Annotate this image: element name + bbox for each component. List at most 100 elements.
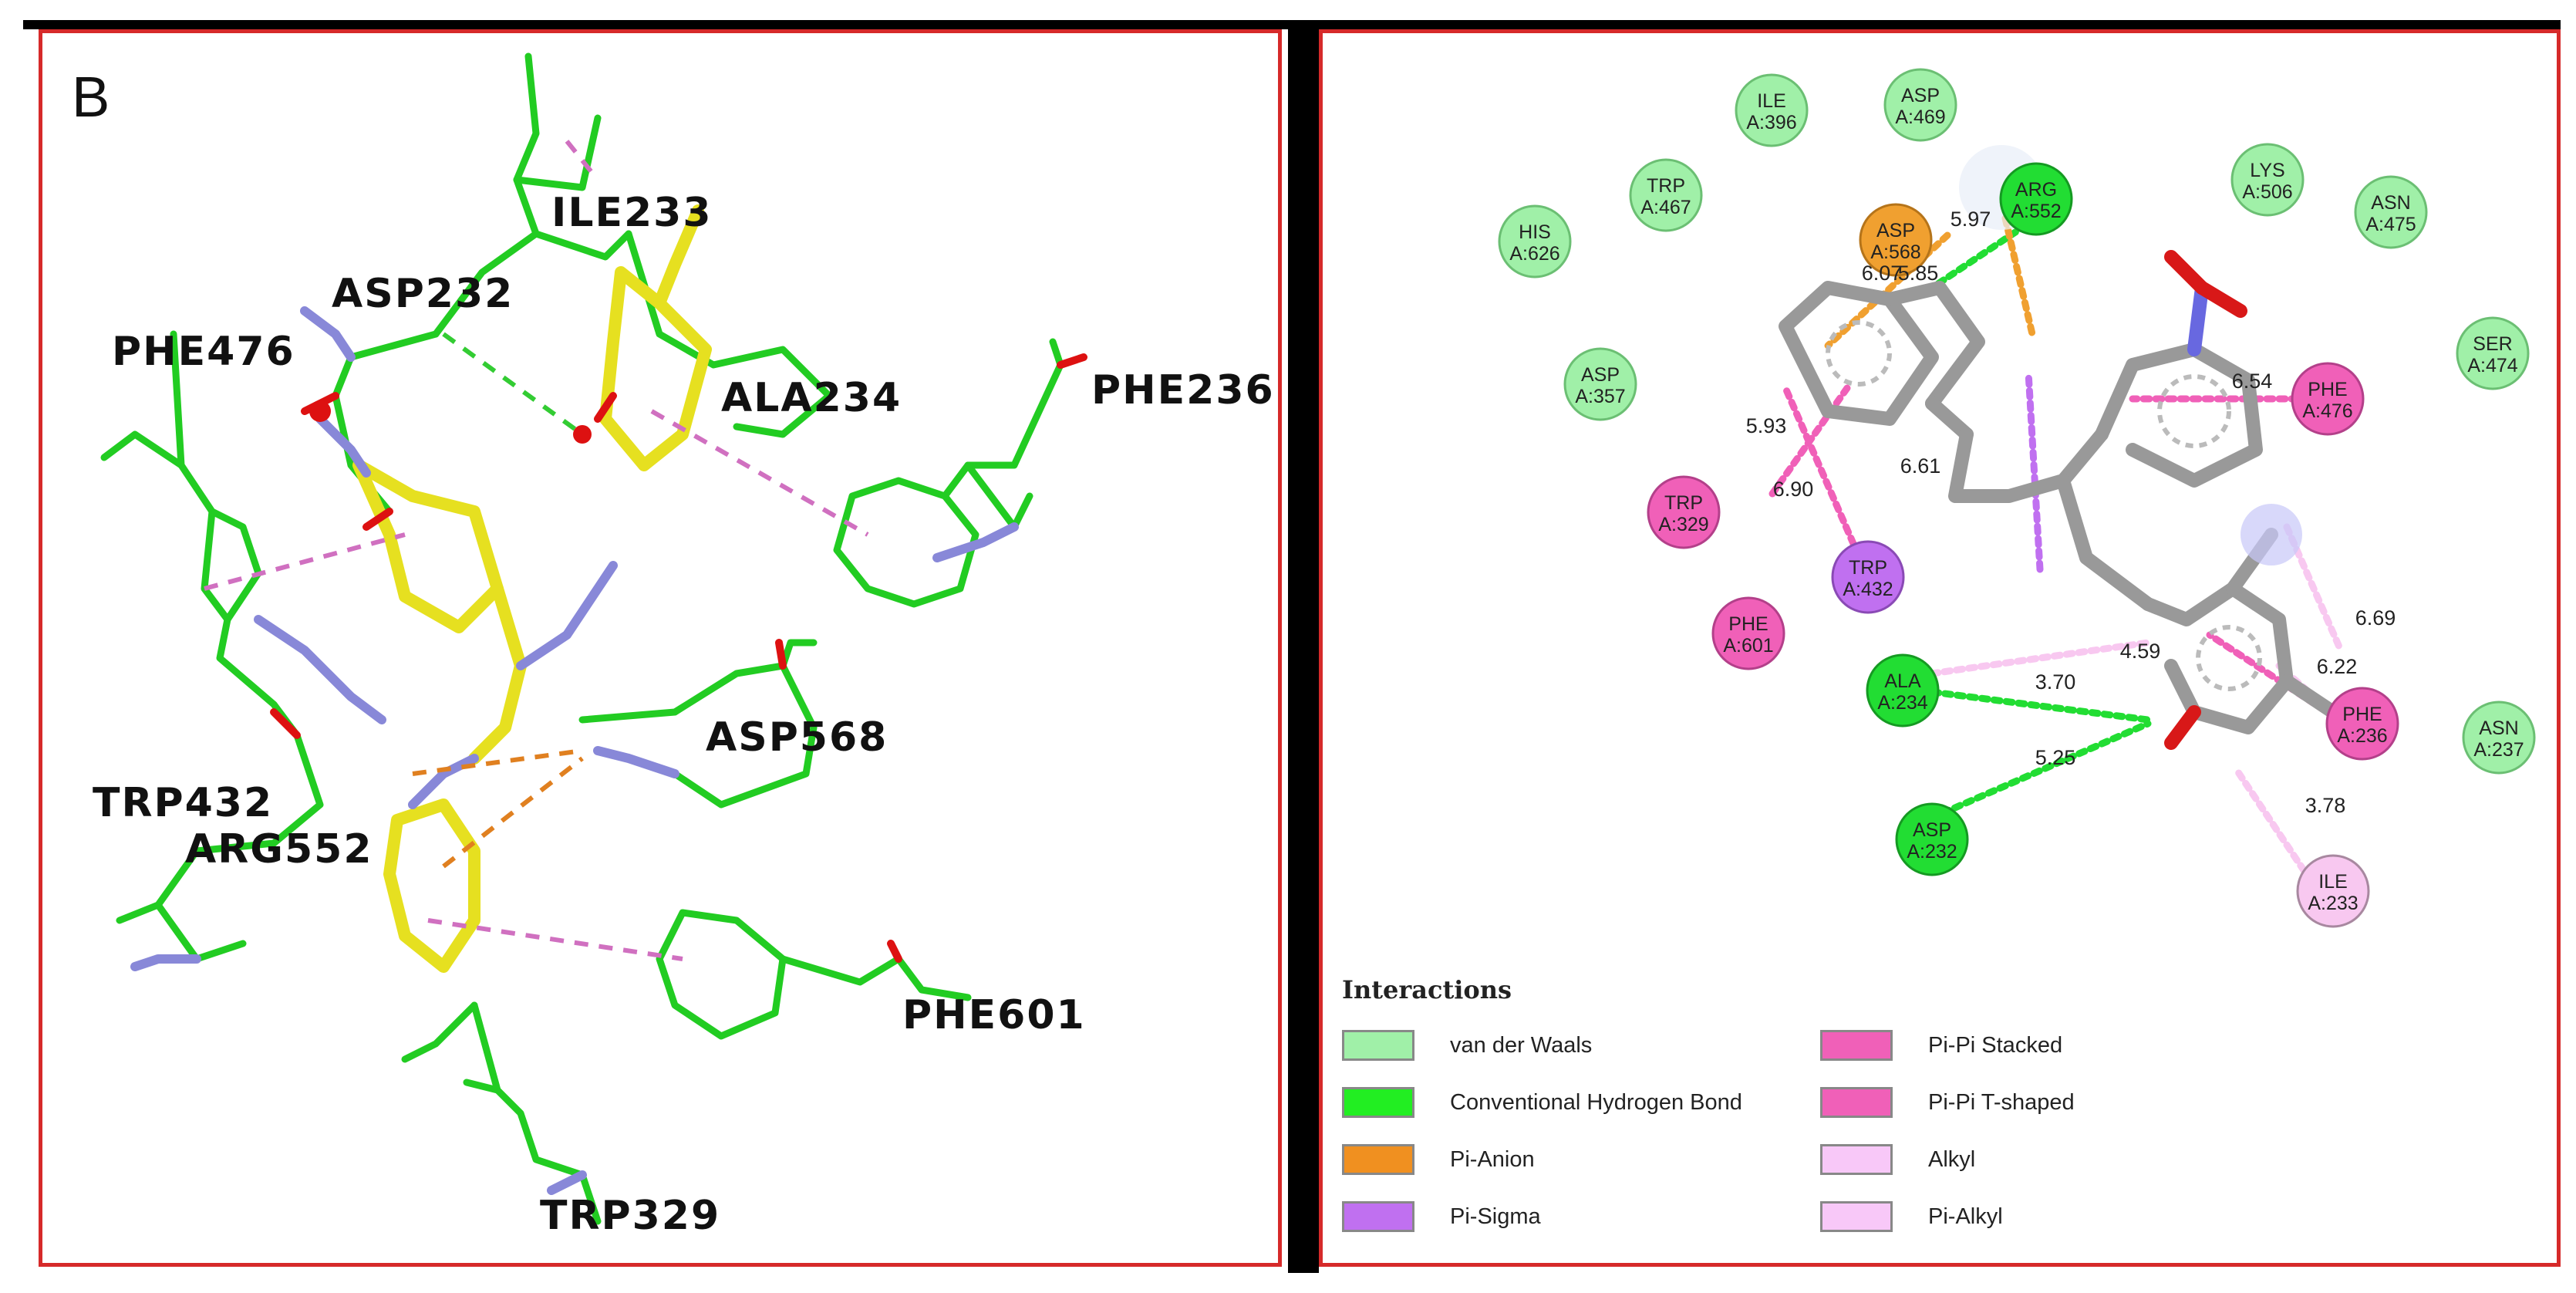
svg-text:A:506: A:506: [2242, 181, 2292, 203]
label-trp432: TRP432: [93, 780, 273, 826]
legend-item-pi-sigma: Pi-Sigma: [1342, 1199, 1541, 1234]
svg-text:A:469: A:469: [1895, 106, 1945, 128]
distance-3-70: 3.70: [2035, 670, 2076, 694]
label-asp568: ASP568: [706, 714, 888, 761]
svg-text:A:432: A:432: [1843, 579, 1893, 600]
legend-item-pi-alkyl: Pi-Alkyl: [1820, 1199, 2003, 1234]
label-phe476: PHE476: [112, 329, 295, 375]
legend-label: Alkyl: [1928, 1146, 1976, 1172]
svg-text:A:233: A:233: [2308, 893, 2358, 914]
svg-text:ASP: ASP: [1901, 85, 1940, 106]
legend-swatch: [1342, 1087, 1414, 1118]
label-trp329: TRP329: [540, 1193, 720, 1239]
legend-label: Conventional Hydrogen Bond: [1450, 1089, 1742, 1115]
svg-text:A:476: A:476: [2302, 400, 2352, 422]
svg-text:A:552: A:552: [2011, 201, 2061, 222]
svg-text:TRP: TRP: [1664, 492, 1703, 514]
legend-label: Pi-Pi T-shaped: [1928, 1089, 2075, 1115]
svg-text:A:475: A:475: [2365, 214, 2416, 235]
legend-swatch: [1342, 1144, 1414, 1175]
label-phe601: PHE601: [902, 992, 1086, 1038]
legend-item-pi-anion: Pi-Anion: [1342, 1142, 1535, 1177]
svg-text:ARG: ARG: [2015, 179, 2057, 201]
svg-text:PHE: PHE: [1728, 613, 1768, 635]
svg-text:ILE: ILE: [1757, 90, 1786, 112]
distance-5-97: 5.97: [1951, 208, 1991, 231]
distance-6-61: 6.61: [1900, 454, 1941, 478]
svg-text:TRP: TRP: [1849, 557, 1887, 579]
legend-item-pi-pi-stacked: Pi-Pi Stacked: [1820, 1028, 2062, 1063]
svg-text:ASP: ASP: [1913, 819, 1951, 841]
ligand-aromatic-dashes: [1826, 320, 2262, 691]
legend-label: Pi-Sigma: [1450, 1204, 1541, 1229]
legend-swatch: [1342, 1030, 1414, 1061]
svg-text:A:232: A:232: [1907, 841, 1957, 863]
panel-letter: B: [72, 65, 110, 129]
legend-swatch: [1342, 1201, 1414, 1232]
legend-label: Pi-Pi Stacked: [1928, 1032, 2063, 1058]
legend-item-hydrogen-bond: Conventional Hydrogen Bond: [1342, 1085, 1742, 1120]
svg-text:A:357: A:357: [1575, 386, 1625, 407]
svg-text:ASP: ASP: [1876, 220, 1915, 241]
distance-6-69: 6.69: [2355, 606, 2396, 630]
label-ile233: ILE233: [551, 190, 713, 236]
binding-pose-3d-svg: ILE233 ASP232 PHE476 ALA234 PHE236 ASP56…: [93, 52, 1273, 1239]
svg-text:A:601: A:601: [1723, 635, 1773, 657]
svg-text:LYS: LYS: [2250, 160, 2284, 181]
svg-text:ALA: ALA: [1884, 670, 1921, 692]
svg-text:SER: SER: [2473, 333, 2512, 355]
residue-labels-3d: ILE233 ASP232 PHE476 ALA234 PHE236 ASP56…: [93, 190, 1273, 1239]
svg-text:ASN: ASN: [2479, 717, 2518, 739]
legend-swatch: [1820, 1144, 1893, 1175]
svg-text:A:474: A:474: [2467, 355, 2517, 376]
label-arg552: ARG552: [185, 826, 373, 873]
svg-text:PHE: PHE: [2342, 704, 2382, 725]
distance-6-90: 6.90: [1773, 478, 1814, 501]
svg-text:PHE: PHE: [2308, 379, 2347, 400]
svg-text:ASN: ASN: [2371, 192, 2410, 214]
svg-text:A:626: A:626: [1509, 243, 1559, 265]
legend-swatch: [1820, 1030, 1893, 1061]
legend-title: Interactions: [1342, 975, 1512, 1004]
svg-text:A:329: A:329: [1658, 514, 1708, 535]
legend-swatch: [1820, 1201, 1893, 1232]
svg-text:TRP: TRP: [1647, 175, 1685, 197]
distance-5-25: 5.25: [2035, 746, 2076, 769]
distance-3-78: 3.78: [2305, 794, 2346, 817]
distance-6-07: 6.07: [1862, 262, 1903, 285]
svg-text:A:234: A:234: [1877, 692, 1927, 714]
svg-text:A:237: A:237: [2473, 739, 2524, 761]
distance-6-54: 6.54: [2232, 370, 2273, 393]
legend-item-alkyl: Alkyl: [1820, 1142, 1975, 1177]
svg-text:ASP: ASP: [1581, 364, 1620, 386]
panel-3d-binding-pose: B: [39, 29, 1282, 1267]
panel-divider: [1288, 23, 1319, 1273]
legend-label: Pi-Anion: [1450, 1146, 1535, 1172]
svg-text:HIS: HIS: [1519, 221, 1551, 243]
label-ala234: ALA234: [721, 375, 902, 421]
protein-sticks: [100, 52, 1087, 1225]
svg-text:ILE: ILE: [2318, 871, 2348, 893]
